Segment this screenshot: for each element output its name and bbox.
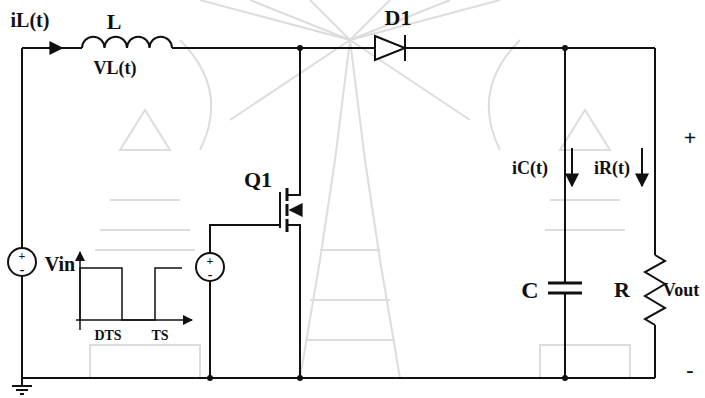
wire-top-left [22, 47, 82, 49]
mosfet-channel [286, 188, 289, 232]
watermark [90, 0, 630, 378]
wire-top-mid [172, 47, 375, 49]
watermark-pagoda-left [90, 110, 200, 378]
component-label: R [614, 279, 630, 301]
wire-capacitor [564, 48, 566, 378]
wire-resistor [654, 48, 656, 378]
current-label: iL(t) [11, 10, 50, 30]
gate-source [196, 253, 224, 281]
watermark-pagoda-right [540, 110, 630, 378]
watermark-rays [200, 0, 500, 120]
polarity-sign: + [684, 127, 697, 149]
timing-label: DTS [94, 329, 121, 343]
watermark-scrolls [180, 40, 520, 150]
wire-gate [210, 225, 280, 378]
watermark-spire [300, 40, 400, 378]
polarity-sign: + [207, 255, 214, 267]
current-arrow [571, 148, 573, 186]
current-arrow [38, 47, 62, 49]
component-label: L [107, 11, 122, 33]
polarity-sign: - [20, 263, 25, 277]
capacitor-symbol [548, 283, 582, 293]
polarity-sign: + [19, 250, 26, 262]
junction-dots [207, 45, 568, 381]
current-label: iC(t) [512, 159, 548, 177]
diode-symbol [375, 36, 405, 60]
wire-left [21, 48, 23, 378]
vin-source [8, 248, 36, 276]
mosfet-body-arrow [290, 209, 300, 211]
component-label: C [521, 278, 538, 302]
component-label: D1 [385, 7, 412, 29]
wires [8, 35, 665, 394]
timing-label: TS [151, 329, 168, 343]
mosfet-gate [279, 192, 281, 228]
mosfet-leads [287, 48, 300, 378]
inductor-symbol [82, 37, 172, 48]
wire-top-right [405, 47, 655, 49]
voltage-label: Vin [45, 254, 75, 274]
voltage-label: Vout [663, 281, 699, 299]
voltage-label: VL(t) [94, 59, 137, 77]
polarity-sign: - [686, 359, 693, 381]
component-label: Q1 [244, 169, 272, 191]
polarity-sign: - [208, 268, 213, 282]
pulse-waveform [80, 268, 182, 320]
watermark-tiers [305, 250, 395, 340]
ground-symbol [12, 378, 32, 394]
current-label: iR(t) [594, 159, 630, 177]
wire-bottom [22, 377, 655, 379]
current-arrow [641, 148, 643, 186]
resistor-symbol [645, 255, 665, 325]
